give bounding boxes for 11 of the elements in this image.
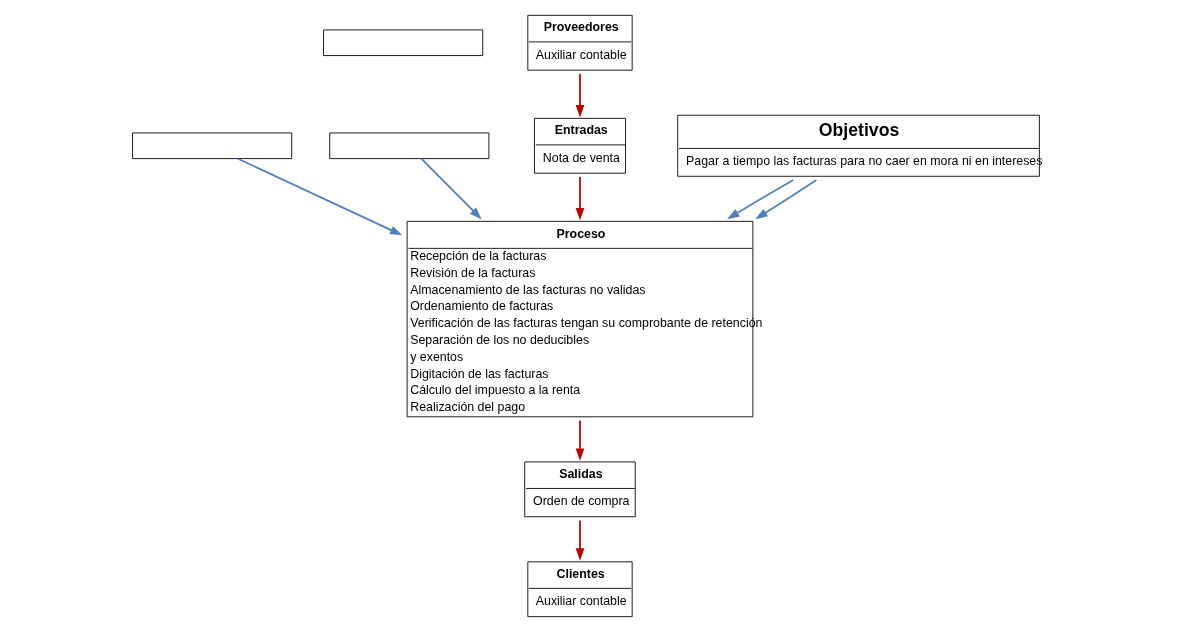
arrow bbox=[575, 72, 585, 118]
arrow bbox=[727, 179, 795, 220]
arrow bbox=[575, 176, 585, 221]
arrow bbox=[575, 519, 585, 561]
arrow bbox=[420, 157, 482, 220]
node-box bbox=[132, 132, 293, 160]
arrow bbox=[575, 419, 585, 461]
arrow bbox=[237, 157, 403, 236]
node-box bbox=[323, 29, 484, 56]
node-box bbox=[329, 132, 490, 160]
arrow bbox=[755, 179, 818, 220]
